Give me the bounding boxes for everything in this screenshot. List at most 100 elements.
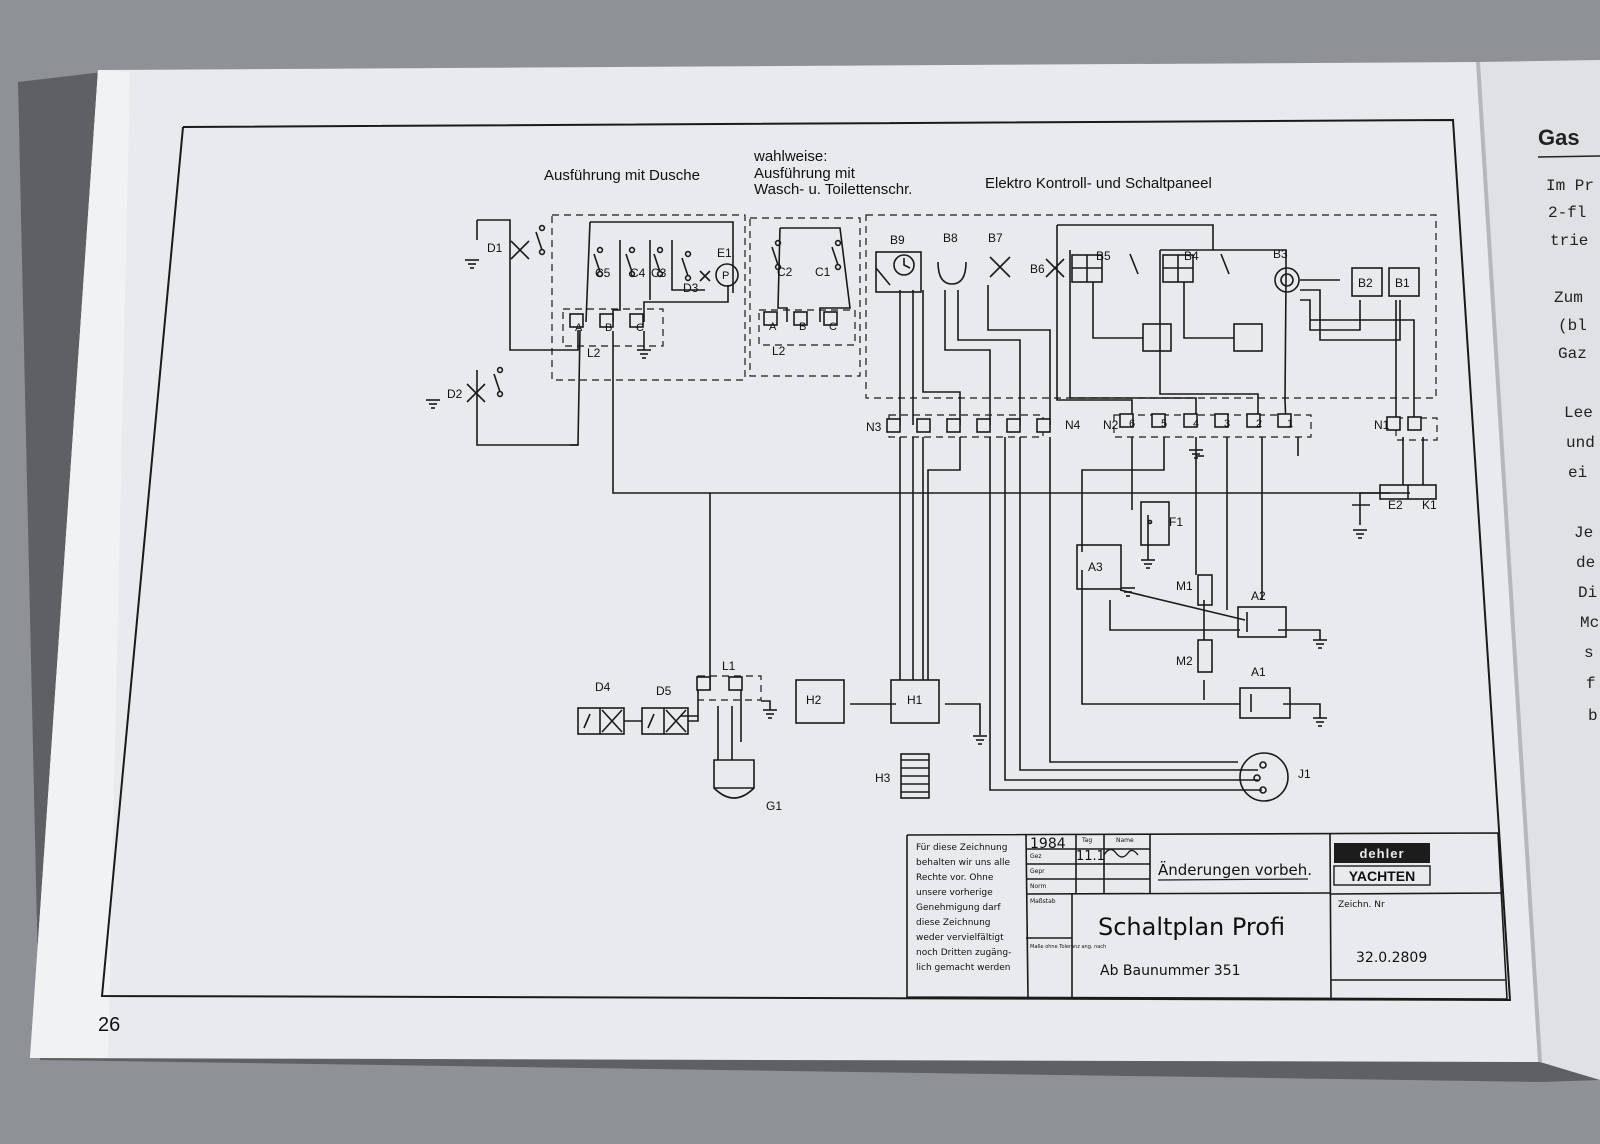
label-d2: D2: [447, 387, 463, 401]
wire-13: [671, 240, 705, 291]
right-page: [1478, 60, 1600, 1080]
heading-dusche: Ausführung mit Dusche: [544, 167, 700, 184]
changes-reserved: Änderungen vorbeh.: [1158, 860, 1312, 879]
wire-14: [780, 227, 851, 322]
cross-symbol-2: [466, 383, 486, 403]
lamp-switch-2: [641, 707, 689, 735]
wire-22: [1056, 225, 1133, 425]
label-d1: D1: [487, 241, 503, 255]
logo-yachten: YACHTEN: [1349, 868, 1415, 884]
logo-dehler: dehler: [1359, 846, 1404, 861]
heading-wahlweise-2: Ausführung mit: [754, 165, 856, 182]
relay-contact: [1129, 253, 1139, 275]
contact-blade: [593, 253, 601, 273]
terminal-t1-a: A: [575, 322, 583, 334]
label-a3: A3: [1088, 560, 1103, 574]
terminal-7: [886, 418, 901, 433]
contact-switch-5: [771, 239, 782, 271]
m1-resistor: [1197, 574, 1213, 606]
terminal-18: [1277, 413, 1292, 428]
drawing-subtitle: Ab Baunummer 351: [1100, 963, 1241, 979]
notice-line-4: unsere vorherige: [916, 888, 993, 898]
wire-4: [476, 329, 581, 446]
wire-23: [1057, 224, 1214, 250]
relay-link: [1092, 282, 1143, 339]
contact-point: [656, 246, 664, 254]
logo-yachten-box: [1333, 865, 1431, 886]
terminal-5: [793, 311, 808, 326]
wire-28: [1300, 289, 1401, 341]
page-number: 26: [98, 1014, 120, 1036]
wire-6: [590, 221, 734, 293]
label-c2: C2: [777, 265, 793, 279]
contact-switch-6: [831, 239, 842, 271]
cross-symbol-1: [510, 240, 530, 260]
j1-pin-1: [1259, 761, 1267, 769]
terminal-11: [1006, 418, 1021, 433]
label-c3: C3: [651, 266, 667, 280]
label-d4: D4: [595, 680, 611, 694]
ground-symbol-2: [426, 399, 440, 409]
right-line-11: de: [1576, 554, 1595, 572]
terminal-4: [763, 311, 778, 326]
terminal-3: [629, 313, 644, 328]
j1-socket: [1239, 752, 1289, 802]
terminal-9: [946, 418, 961, 433]
right-line-5: (bl: [1558, 317, 1587, 335]
terminal-13: [1119, 413, 1134, 428]
e1-pressure-switch: [715, 263, 739, 287]
dashed-box-3: [865, 214, 1437, 399]
wire-15: [777, 227, 788, 322]
label-n3: N3: [866, 420, 882, 434]
wire-7: [585, 221, 591, 323]
label-k1: K1: [1422, 498, 1437, 512]
terminal-n2-1: 1: [1287, 418, 1293, 430]
label-b7: B7: [988, 231, 1003, 245]
gepr-label: Gepr: [1030, 868, 1045, 875]
label-b8: B8: [943, 231, 958, 245]
label-b2: B2: [1358, 276, 1373, 290]
right-line-15: f: [1586, 675, 1596, 693]
ground-symbol-5: [1121, 587, 1135, 597]
wire-52: [1278, 629, 1321, 640]
page-edge: [30, 70, 130, 1058]
relay-contact: [1220, 253, 1230, 275]
contact-switch-7: [535, 224, 546, 256]
contact-point: [834, 239, 842, 247]
contact-point: [538, 224, 546, 232]
left-page: [30, 62, 1540, 1062]
terminal-10: [976, 418, 991, 433]
label-g1: G1: [766, 799, 782, 813]
ground-symbol-3: [637, 349, 651, 359]
contact-point: [596, 246, 604, 254]
changes-underline: [1157, 878, 1309, 881]
terminal-n2-4: 4: [1193, 418, 1199, 430]
label-a2: A2: [1251, 589, 1266, 603]
b3-inner-ring: [1280, 273, 1294, 287]
cross-symbol-3: [1045, 258, 1065, 278]
b9-switch-blade: [875, 267, 891, 286]
wire-53: [1283, 703, 1321, 718]
heading-wahlweise: wahlweise:: [753, 148, 827, 165]
cross-line: [699, 270, 711, 282]
f1-fuse: [1140, 501, 1170, 546]
cross-line: [989, 256, 1011, 278]
drawing-year: 1984: [1030, 836, 1066, 852]
terminal-17: [1246, 413, 1261, 428]
terminal-22: [728, 676, 743, 691]
label-n1: N1: [1374, 418, 1390, 432]
label-b1: B1: [1395, 276, 1410, 290]
wiring: [476, 219, 1424, 791]
b1-box: [1388, 267, 1420, 297]
lamp-switch-blade: [583, 713, 591, 729]
ground-symbol-11: [763, 709, 777, 719]
terminal-6: [823, 311, 838, 326]
heading-wahlweise-3: Wasch- u. Toilettenschr.: [754, 181, 912, 198]
b9-clock-face: [893, 254, 915, 276]
b9-timer-box: [875, 251, 922, 293]
label-f1: F1: [1169, 515, 1183, 529]
label-j1: J1: [1298, 767, 1311, 781]
wire-8: [612, 331, 1410, 494]
cross-line: [466, 383, 486, 403]
right-line-10: Je: [1574, 524, 1593, 542]
